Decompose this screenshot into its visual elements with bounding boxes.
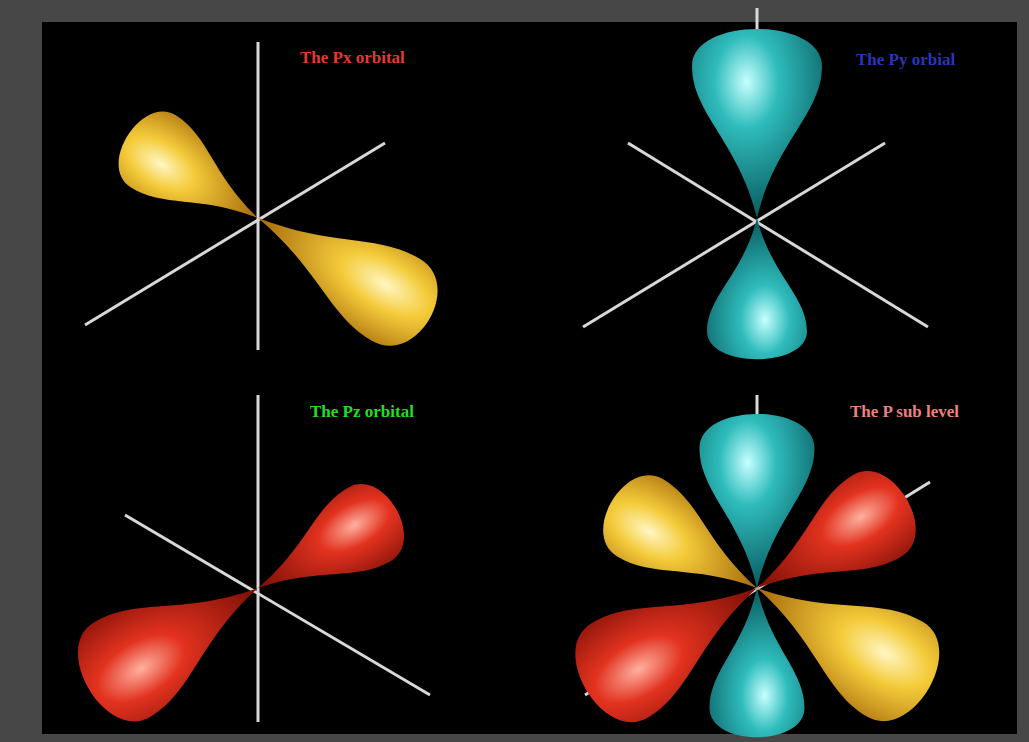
orbital-label: The Pz orbital xyxy=(310,402,414,422)
px-lobe xyxy=(234,177,454,360)
pz-lobe xyxy=(61,541,287,737)
orbital-label: The Py orbial xyxy=(856,50,955,70)
p-red-lobe xyxy=(558,541,785,738)
p-yellow-lobe xyxy=(729,541,956,737)
py-lobe xyxy=(692,29,822,218)
p-red-lobe xyxy=(733,458,931,629)
orbital-label: The Px orbital xyxy=(300,48,405,68)
orbital-label: The P sub level xyxy=(850,402,959,422)
p-yellow-lobe xyxy=(589,462,780,626)
py-lobe xyxy=(707,218,807,359)
px-lobe xyxy=(105,99,281,254)
pz-lobe xyxy=(237,472,417,625)
